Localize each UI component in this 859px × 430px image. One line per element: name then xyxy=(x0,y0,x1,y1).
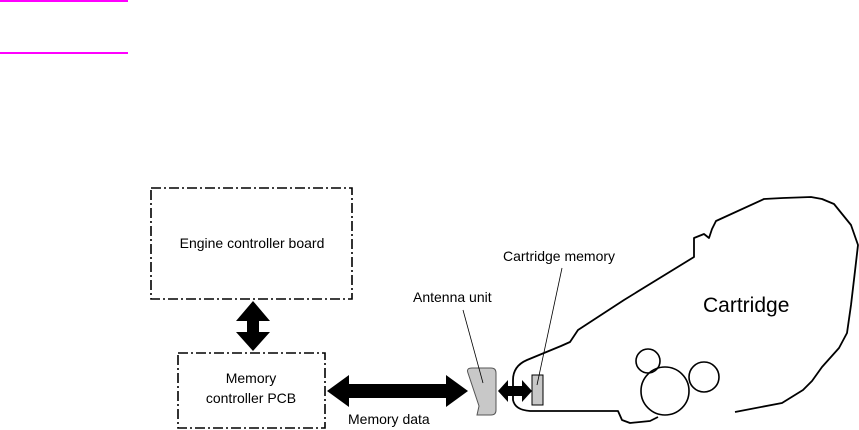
antenna-unit-leader xyxy=(462,309,484,384)
memory-controller-pcb-label-line1: Memory xyxy=(226,370,277,386)
antenna-unit-label: Antenna unit xyxy=(413,289,492,305)
roller-small-right xyxy=(688,361,720,393)
cartridge-memory-chip xyxy=(531,374,544,406)
vertical-double-arrow xyxy=(236,301,270,351)
memory-controller-pcb-label-line2: controller PCB xyxy=(206,390,296,406)
memory-controller-pcb-box xyxy=(177,352,326,429)
cartridge-memory-label: Cartridge memory xyxy=(503,248,615,264)
cartridge-label: Cartridge xyxy=(703,294,789,317)
memory-data-arrow xyxy=(327,375,468,407)
header-rule-bottom xyxy=(0,52,128,54)
header-rule-top xyxy=(0,0,128,2)
memory-data-label: Memory data xyxy=(348,411,430,427)
cartridge-memory-leader xyxy=(536,267,563,386)
roller-large xyxy=(640,366,690,416)
engine-controller-board-label: Engine controller board xyxy=(180,235,325,251)
cartridge-outline xyxy=(512,196,859,424)
antenna-cartridge-arrow xyxy=(498,380,532,402)
engine-controller-board-box xyxy=(150,187,353,300)
antenna-unit xyxy=(467,367,497,416)
